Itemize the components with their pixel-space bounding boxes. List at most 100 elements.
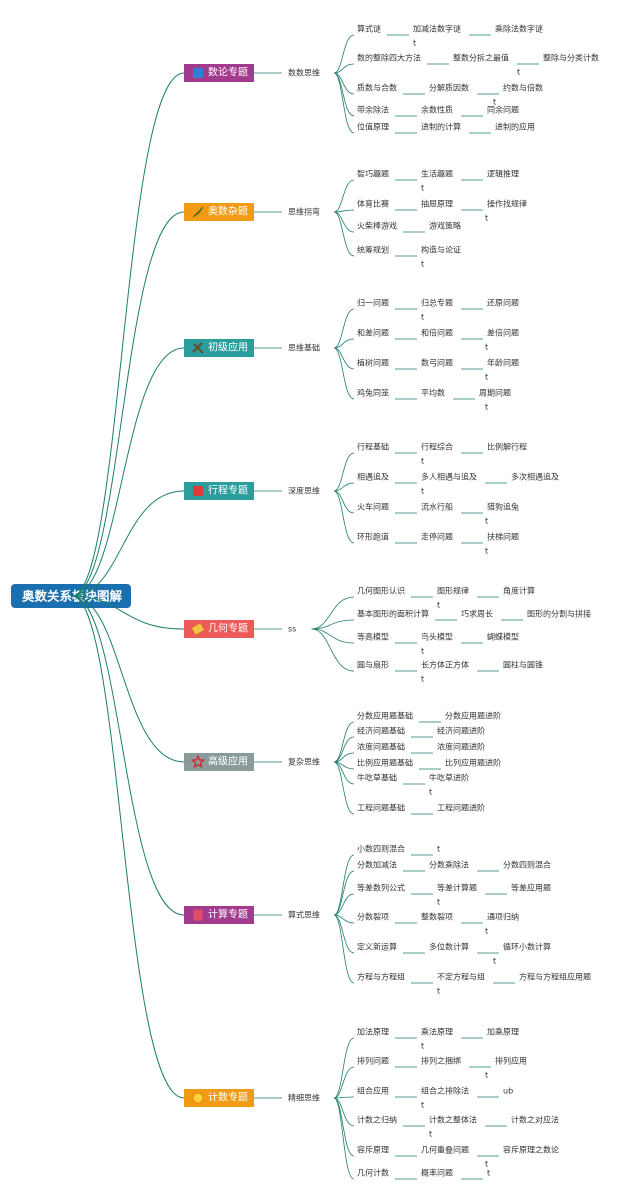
topic-connector: [311, 596, 355, 630]
branch-node[interactable]: 计算专题: [184, 906, 254, 924]
sub-topic-label: t: [421, 313, 424, 322]
topic-connector: [311, 619, 355, 630]
sub-topic-label: 流水行船: [421, 502, 453, 512]
topic-item: 火柴棒游戏 游戏策略: [333, 211, 461, 233]
topic-label: 工程问题基础: [357, 803, 405, 813]
sub-topic-label: 等差应用题: [511, 883, 551, 893]
level-label: 深度思维: [288, 486, 320, 496]
sub-topic-label: 概率问题: [421, 1168, 453, 1178]
sub-topic-label: 同余问题: [487, 105, 519, 115]
sub-topic-label: t: [421, 1101, 424, 1110]
sub-topic-label: 游戏策略: [429, 221, 461, 231]
topic-connector: [333, 211, 355, 257]
root-connector: [71, 595, 185, 916]
topic-label: 质数与合数: [357, 83, 397, 93]
topic-item: 等差数列公式等差计算题等差应用题t: [333, 883, 551, 916]
topic-label: 体育比赛: [357, 199, 389, 209]
sub-topic-label: 角度计算: [503, 586, 535, 596]
root-node[interactable]: 奥数关系板块图解: [11, 584, 131, 608]
topic-label: 分数裂项: [357, 912, 389, 922]
root-connector: [71, 595, 185, 1099]
branch-node[interactable]: 数论专题: [184, 64, 254, 82]
topic-label: 火柴棒游戏: [357, 221, 397, 231]
root-box[interactable]: [11, 584, 131, 608]
topic-item: 加法原理乘法原理加乘原理t: [333, 1027, 519, 1099]
sub-topic-label: 抽屉原理: [421, 199, 453, 209]
sub-topic-label: 鸟头模型: [421, 632, 453, 642]
topic-label: 圆与扇形: [357, 660, 389, 670]
sub-topic-label: 行程综合: [421, 442, 453, 452]
topic-label: 定义新运算: [357, 942, 397, 952]
red-square-icon: [193, 486, 203, 496]
topic-item: 环形跑道走停问题扶梯问题t: [333, 490, 519, 556]
flower-icon: [192, 1092, 204, 1104]
branch-box[interactable]: [184, 203, 254, 221]
topic-item: 计数之归纳计数之整体法计数之对应法t: [333, 1097, 559, 1139]
topic-item: 数的整除四大方法整数分拆之最值整除与分类计数t: [333, 53, 599, 77]
branch-node[interactable]: 几何专题: [184, 620, 254, 638]
branch-node[interactable]: 行程专题: [184, 482, 254, 500]
topic-connector: [333, 63, 355, 74]
topic-connector: [333, 338, 355, 349]
topic-connector: [333, 914, 355, 924]
topic-connector: [333, 721, 355, 763]
sub-topic-label: 通项归纳: [487, 912, 519, 922]
topic-connector: [333, 1037, 355, 1099]
sub-topic-label: 约数与倍数: [503, 83, 543, 93]
sub-topic-label: t: [485, 927, 488, 936]
level-label: 数数思维: [288, 68, 320, 78]
sub-topic-label: 整数分拆之最值: [453, 53, 509, 63]
topic-label: 火车问题: [357, 502, 389, 512]
topic-connector: [333, 308, 355, 349]
sub-topic-label: t: [429, 788, 432, 797]
topic-connector: [333, 736, 355, 763]
sub-topic-label: t: [485, 547, 488, 556]
topic-connector: [333, 72, 355, 134]
sub-topic-label: 经济问题进阶: [437, 726, 485, 736]
topic-label: 分数应用题基础: [357, 711, 413, 721]
topic-item: 算式谜加减法数字谜乘除法数字谜t: [333, 24, 543, 74]
topic-label: 数的整除四大方法: [357, 53, 421, 63]
topic-label: 行程基础: [357, 442, 389, 452]
sub-topic-label: 加减法数字谜: [413, 24, 461, 34]
sub-topic-label: 分数四则混合: [503, 860, 551, 870]
topic-item: 植树问题数弓问题年龄问题t: [333, 347, 519, 382]
topic-label: 几何图形认识: [357, 586, 405, 596]
branch-box[interactable]: [184, 1089, 254, 1107]
sub-topic-label: t: [493, 957, 496, 966]
topic-label: 牛吃草基础: [357, 773, 397, 783]
sub-topic-label: t: [517, 68, 520, 77]
branch-8: 计数专题精细思维加法原理乘法原理加乘原理t排列问题排列之捆绑排列应用t组合应用组…: [71, 595, 559, 1180]
branch-node[interactable]: 高级应用: [184, 753, 254, 771]
ruler-icon: [191, 622, 205, 636]
sub-topic-label: 进制的计算: [421, 122, 461, 132]
sub-topic-label: ub: [503, 1087, 513, 1096]
topic-connector: [333, 914, 355, 954]
sub-topic-label: 方程与方程组应用题: [519, 972, 591, 982]
sub-topic-label: 循环小数计算: [503, 942, 551, 952]
sub-topic-label: 差倍问题: [487, 328, 519, 338]
topic-item: 圆与扇形长方体正方体圆柱与圆锥t: [311, 628, 543, 684]
sub-topic-label: 排列之捆绑: [421, 1056, 461, 1066]
branch-node[interactable]: 初级应用: [184, 339, 254, 357]
branch-node[interactable]: 奥数杂题: [184, 203, 254, 221]
topic-label: 组合应用: [357, 1086, 389, 1096]
topic-item: 工程问题基础工程问题进阶: [333, 761, 485, 815]
topic-connector: [333, 211, 355, 233]
branch-1: 数论专题数数思维算式谜加减法数字谜乘除法数字谜t数的整除四大方法整数分拆之最值整…: [71, 24, 599, 597]
topic-item: 火车问题流水行船猎狗追兔t: [333, 490, 519, 526]
topic-item: 基本图形的面积计算巧求周长图形的分割与拼接: [311, 609, 591, 630]
sub-topic-label: 构造与论证: [421, 245, 461, 255]
topic-item: 分数裂项整数裂项通项归纳t: [333, 912, 519, 936]
blue-square-icon: [193, 68, 203, 78]
topic-label: 基本图形的面积计算: [357, 609, 429, 619]
sub-topic-label: 计数之对应法: [511, 1115, 559, 1125]
topic-label: 相遇追及: [357, 472, 389, 482]
sub-topic-label: 等差计算题: [437, 883, 477, 893]
topic-item: 等高模型鸟头模型蝴蝶模型t: [311, 628, 519, 656]
branch-node[interactable]: 计数专题: [184, 1089, 254, 1107]
topic-item: 几何图形认识图形规律角度计算t: [311, 586, 535, 630]
sub-topic-label: t: [437, 987, 440, 996]
